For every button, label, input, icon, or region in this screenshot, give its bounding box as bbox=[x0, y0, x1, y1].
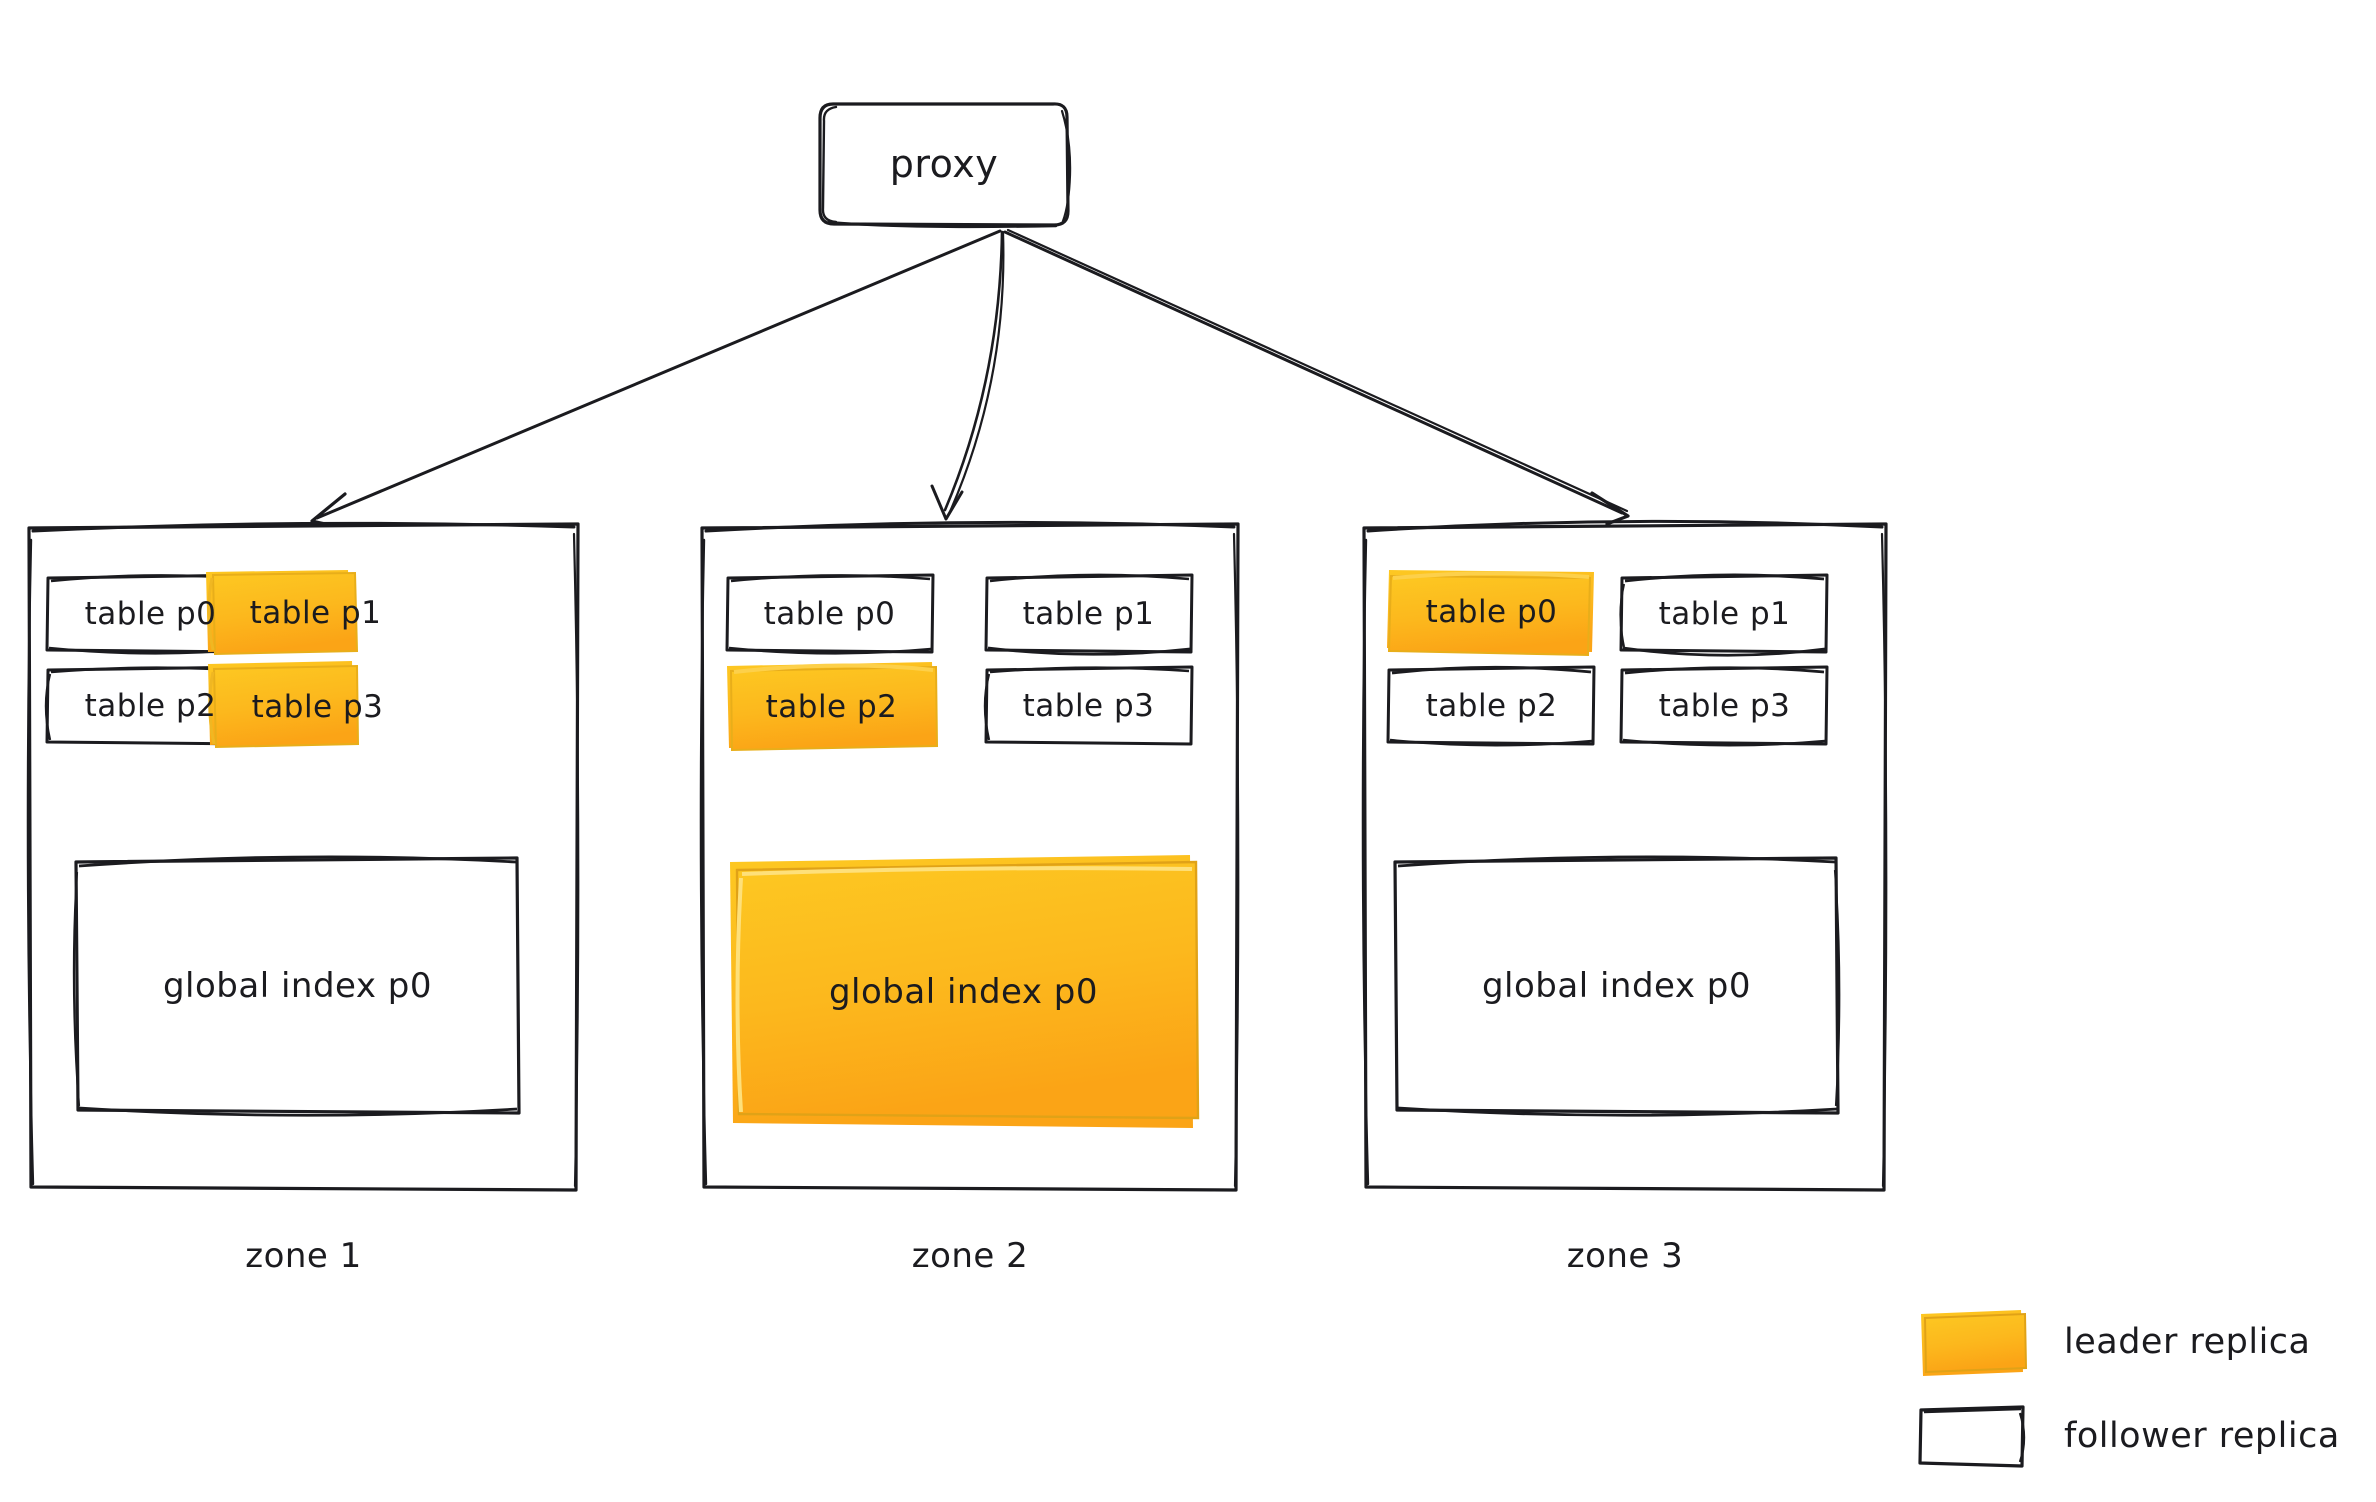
zone-2-replica-table-p3[interactable]: table p3 bbox=[986, 667, 1191, 744]
zone-2-replica-table-p2[interactable]: table p2 bbox=[728, 665, 935, 748]
replica-label: table p1 bbox=[1658, 595, 1791, 632]
zone-3-replica-table-p2[interactable]: table p2 bbox=[1389, 667, 1594, 744]
zone-1-replica-table-p2[interactable]: table p2 bbox=[48, 667, 253, 744]
zone-label-text: zone 3 bbox=[1566, 1236, 1684, 1276]
zone-2: table p0 table p1 table p2 table p3 glob… bbox=[702, 524, 1238, 1190]
arrow-proxy-to-zone-1 bbox=[310, 229, 1002, 527]
replica-label: table p3 bbox=[1658, 687, 1791, 724]
replica-label: table p0 bbox=[763, 595, 896, 632]
legend-label-text: leader replica bbox=[2064, 1322, 2311, 1362]
replica-label: table p2 bbox=[84, 687, 217, 724]
zone-1-replica-table-p3[interactable]: table p3 bbox=[215, 667, 420, 746]
index-label: global index p0 bbox=[1481, 965, 1752, 1006]
zone-1-replica-table-p1[interactable]: table p1 bbox=[213, 573, 418, 652]
zone-3-label: zone 3 bbox=[1364, 1236, 1886, 1276]
proxy-label: proxy bbox=[889, 142, 999, 186]
zone-3-replica-table-p0[interactable]: table p0 bbox=[1389, 572, 1594, 652]
zone-1-replica-table-p0[interactable]: table p0 bbox=[48, 575, 253, 652]
index-label: global index p0 bbox=[162, 965, 433, 1006]
zone-1-index-global-index-p0[interactable]: global index p0 bbox=[76, 858, 519, 1113]
replica-label: table p1 bbox=[1022, 595, 1155, 632]
proxy-node[interactable]: proxy bbox=[820, 103, 1068, 225]
legend-label-text: follower replica bbox=[2064, 1416, 2340, 1456]
arrow-proxy-to-zone-2 bbox=[930, 230, 1005, 521]
zone-1: table p0 table p1 table p2 table p3 glob… bbox=[29, 524, 578, 1190]
replica-label: table p3 bbox=[1022, 687, 1155, 724]
zone-3-replica-table-p3[interactable]: table p3 bbox=[1622, 667, 1827, 744]
zone-3: table p0 table p1 table p2 table p3 glob… bbox=[1364, 524, 1886, 1190]
legend-item-leader-label: leader replica bbox=[2064, 1322, 2310, 1362]
zone-2-index-global-index-p0[interactable]: global index p0 bbox=[732, 858, 1195, 1126]
legend-swatch-leader bbox=[1921, 1310, 2028, 1376]
legend-item-follower-label: follower replica bbox=[2064, 1416, 2340, 1456]
zone-3-index-global-index-p0[interactable]: global index p0 bbox=[1395, 858, 1838, 1113]
zone-label-text: zone 2 bbox=[911, 1236, 1029, 1276]
replica-label: table p2 bbox=[765, 688, 898, 725]
legend-swatch-follower bbox=[1918, 1405, 2026, 1468]
zone-2-replica-table-p1[interactable]: table p1 bbox=[986, 575, 1191, 652]
replica-label: table p0 bbox=[84, 595, 217, 632]
replica-label: table p3 bbox=[251, 688, 384, 725]
zone-label-text: zone 1 bbox=[245, 1236, 362, 1276]
index-label: global index p0 bbox=[828, 972, 1099, 1012]
arrow-proxy-to-zone-3 bbox=[1003, 228, 1630, 526]
replica-label: table p2 bbox=[1425, 687, 1558, 724]
zone-2-label: zone 2 bbox=[702, 1236, 1238, 1276]
replica-label: table p0 bbox=[1425, 594, 1558, 630]
zone-3-replica-table-p1[interactable]: table p1 bbox=[1622, 575, 1827, 652]
zone-1-label: zone 1 bbox=[29, 1236, 578, 1276]
replica-label: table p1 bbox=[249, 594, 382, 631]
zone-2-replica-table-p0[interactable]: table p0 bbox=[727, 575, 932, 652]
